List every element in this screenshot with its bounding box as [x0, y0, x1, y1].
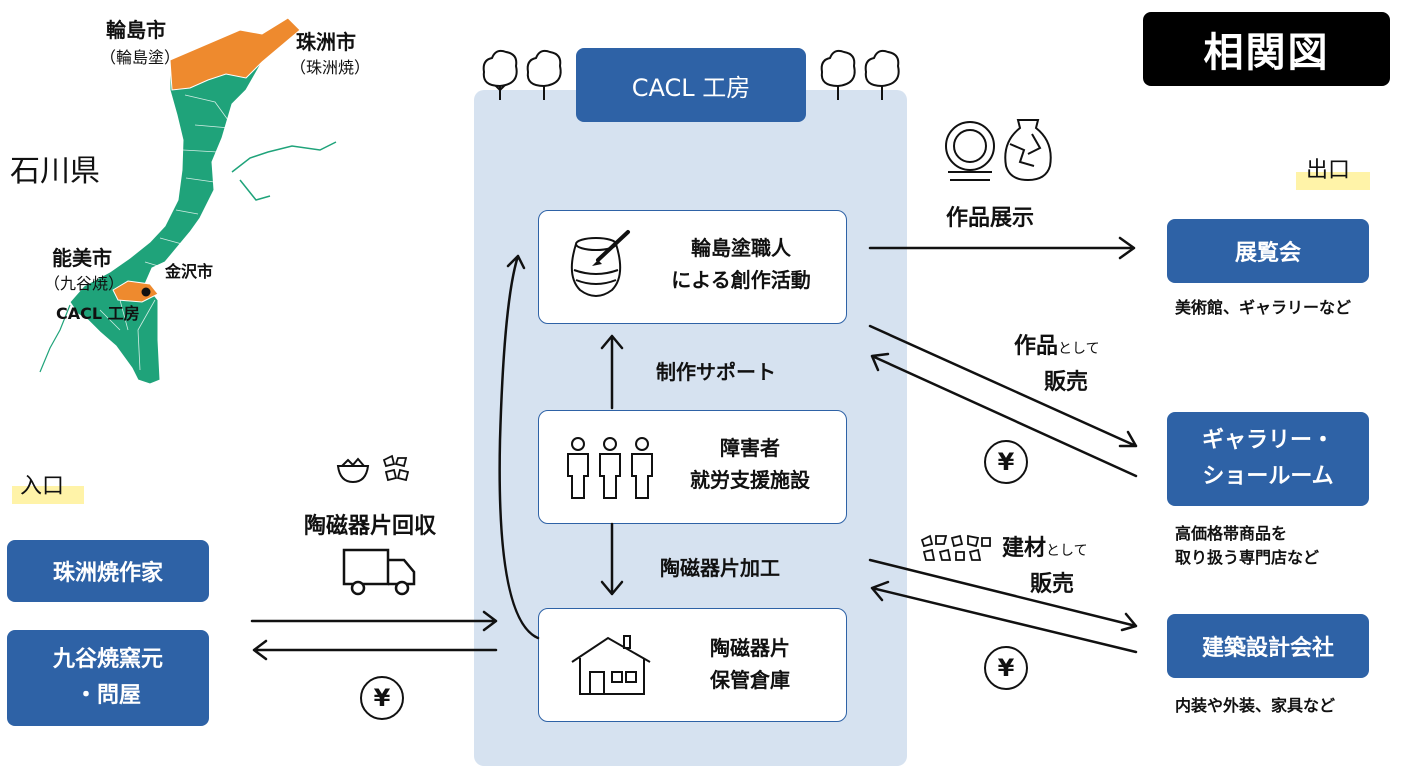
- storage-box: [538, 608, 847, 722]
- dest-exhibition: 展覧会: [1167, 219, 1369, 283]
- map-nomi-craft: （九谷焼）: [44, 274, 125, 293]
- dest-gallery-note: 高価格帯商品を 取り扱う専門店など: [1175, 524, 1320, 567]
- tree-icons-right: [820, 49, 900, 100]
- arrow-material-sale: [868, 558, 1138, 632]
- creation-text: 輪島塗職人 による創作活動: [671, 236, 811, 292]
- cacl-location-dot: [141, 287, 151, 297]
- map-wajima-craft: （輪島塗）: [100, 48, 181, 67]
- arrow-exhibit: [868, 236, 1136, 260]
- dest-architecture: 建築設計会社: [1167, 614, 1369, 678]
- arrow-material-pay: [870, 580, 1138, 654]
- map-suzu-craft: （珠洲焼）: [290, 58, 371, 77]
- exhibit-label: 作品展示: [946, 206, 1035, 231]
- entrance-label: 入口: [20, 474, 65, 499]
- process-label: 陶磁器片加工: [660, 556, 780, 580]
- map-cacl: CACL 工房: [56, 304, 140, 323]
- arrow-pay-entrance: [252, 639, 498, 661]
- source-kutani-kiln: 九谷焼窯元 ・問屋: [7, 630, 209, 726]
- page-title: 相関図: [1203, 30, 1330, 76]
- facility-text: 障害者 就労支援施設: [690, 436, 810, 492]
- pot-brush-icon: [570, 230, 630, 297]
- title-badge: 相関図: [1143, 12, 1390, 86]
- workshop-title: CACL 工房: [576, 48, 806, 122]
- material-sale-label: 建材として: [1002, 536, 1088, 561]
- dest-exhibition-note: 美術館、ギャラリーなど: [1175, 298, 1352, 317]
- map-wajima-city: 輪島市: [106, 18, 166, 42]
- warehouse-icon: [571, 635, 651, 695]
- support-label: 制作サポート: [656, 360, 776, 384]
- ishikawa-map: [39, 17, 337, 385]
- map-suzu-city: 珠洲市: [296, 30, 356, 54]
- yen-icon-gallery: ¥: [984, 440, 1028, 484]
- dest-architecture-note: 内装や外装、家具など: [1175, 696, 1336, 715]
- storage-text: 陶磁器片 保管倉庫: [710, 636, 790, 692]
- yen-icon-collection: ¥: [360, 676, 404, 720]
- artwork-sale-label-2: 販売: [1044, 370, 1089, 395]
- dest-gallery: ギャラリー・ ショールーム: [1167, 412, 1369, 506]
- tree-icons-left: [482, 49, 562, 100]
- map-kanazawa: 金沢市: [165, 262, 214, 281]
- exit-label: 出口: [1306, 158, 1351, 183]
- plate-vase-icon: [945, 119, 1052, 182]
- bowl-shards-icon: [336, 454, 410, 484]
- source-suzu-artist: 珠洲焼作家: [7, 540, 209, 602]
- map-nomi-city: 能美市: [52, 246, 112, 270]
- shards-icon: [920, 534, 991, 561]
- material-sale-label-2: 販売: [1030, 572, 1075, 597]
- map-wajima-suzu: [169, 17, 301, 91]
- truck-icon: [342, 548, 416, 596]
- map-prefecture: 石川県: [10, 154, 100, 189]
- creation-box: [538, 210, 847, 324]
- collection-label: 陶磁器片回収: [304, 514, 437, 539]
- people-icon: [567, 437, 653, 499]
- yen-icon-architecture: ¥: [984, 646, 1028, 690]
- facility-box: [538, 410, 847, 524]
- artwork-sale-label: 作品として: [1014, 334, 1100, 359]
- arrow-collect: [250, 610, 498, 632]
- map-nomi: [112, 280, 159, 303]
